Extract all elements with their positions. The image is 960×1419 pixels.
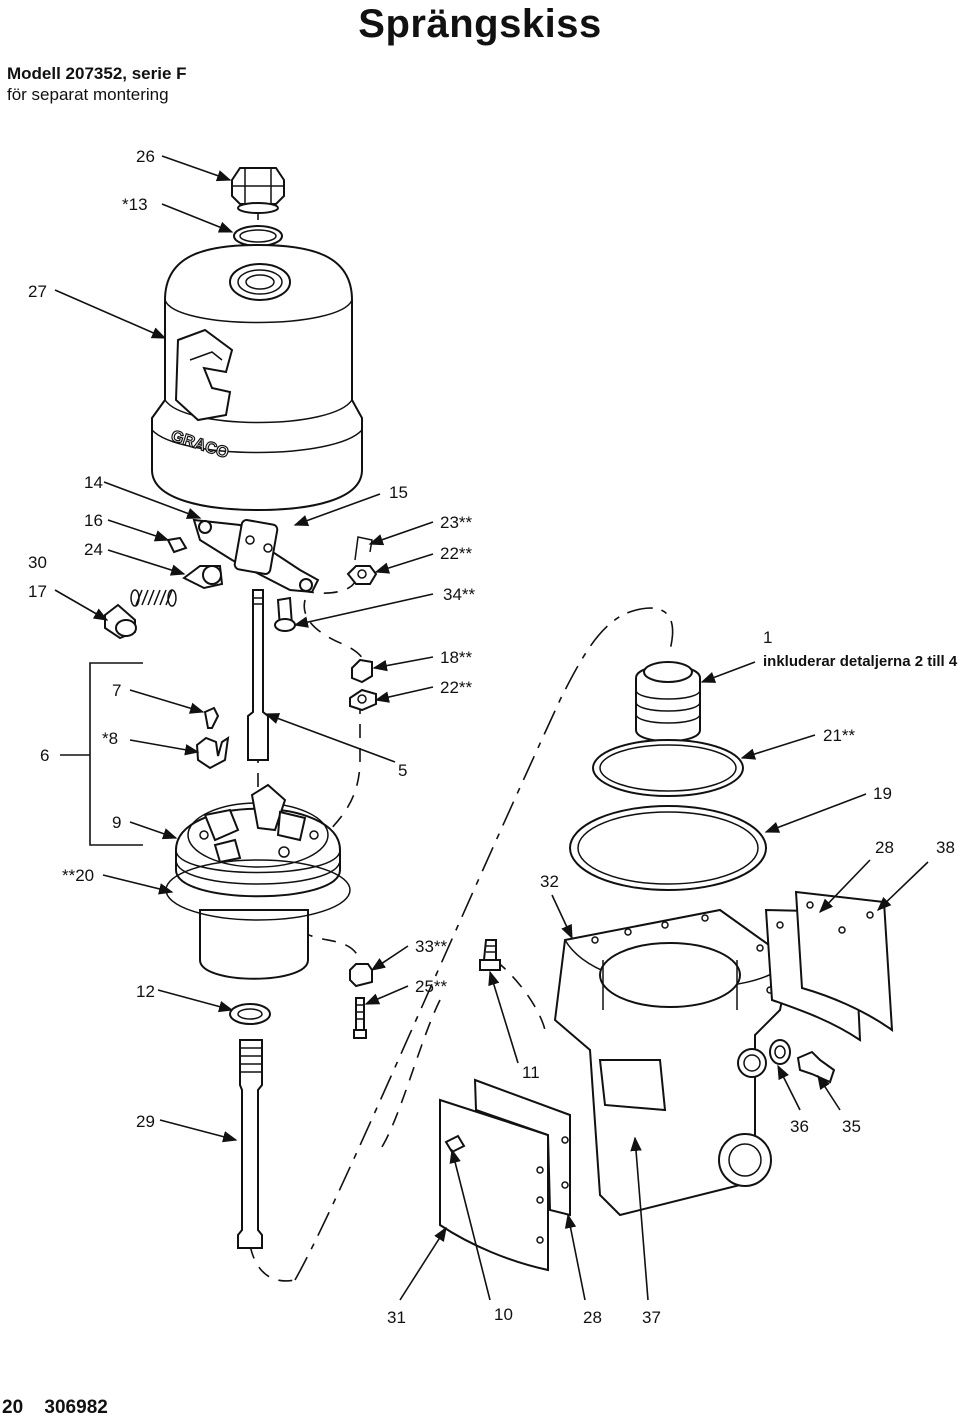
callout-28a: 28 <box>875 838 894 857</box>
callout-26: 26 <box>136 147 155 166</box>
callout-35: 35 <box>842 1117 861 1136</box>
callout-18: 18** <box>440 648 473 667</box>
callout-34: 34** <box>443 585 476 604</box>
bolt-part-11 <box>479 939 501 971</box>
callout-8: *8 <box>102 729 118 748</box>
fittings-35-36 <box>769 1039 836 1084</box>
callout-labels: 26 *13 27 14 15 16 23** 30 24 22** 17 34… <box>28 147 958 1327</box>
callout-11: 11 <box>522 1063 540 1082</box>
o-ring-part-13 <box>233 225 283 247</box>
valve-housing-9-20 <box>165 783 351 980</box>
callout-23: 23** <box>440 513 473 532</box>
side-shields-lower <box>439 1078 571 1272</box>
callout-27: 27 <box>28 282 47 301</box>
callout-5: 5 <box>398 761 407 780</box>
callout-9: 9 <box>112 813 121 832</box>
nut-bolt-33-25 <box>349 963 373 1039</box>
callout-6: 6 <box>40 746 49 765</box>
callout-32: 32 <box>540 872 559 891</box>
document-number: 306982 <box>44 1397 108 1418</box>
callout-7: 7 <box>112 681 121 700</box>
motor-cover-part-27: GRACO <box>151 243 363 512</box>
callout-30: 30 <box>28 553 47 572</box>
callout-10: 10 <box>494 1305 513 1324</box>
leader-lines <box>54 155 929 1301</box>
callout-25: 25** <box>415 977 448 996</box>
callout-28b: 28 <box>583 1308 602 1327</box>
side-shields-right <box>764 890 894 1042</box>
callout-38: 38 <box>936 838 955 857</box>
spring-part-30 <box>130 589 177 607</box>
callout-24: 24 <box>84 540 103 559</box>
note-part-1: inkluderar detaljerna 2 till 4 <box>763 653 958 670</box>
callout-37: 37 <box>642 1308 661 1327</box>
model-info: Modell 207352, serie F för separat monte… <box>7 63 187 105</box>
ring-tube-12-29 <box>229 1003 271 1249</box>
callout-20: **20 <box>62 866 94 885</box>
callout-13: *13 <box>122 195 148 214</box>
callout-14: 14 <box>84 473 103 492</box>
callout-36: 36 <box>790 1117 809 1136</box>
screw-bracket-7-8 <box>195 706 230 770</box>
page-number: 20 <box>2 1397 24 1418</box>
group-bracket-6 <box>89 662 143 846</box>
callout-33: 33** <box>415 937 448 956</box>
plug-part-26 <box>231 167 285 214</box>
o-ring-part-19 <box>569 805 767 891</box>
callout-29: 29 <box>136 1112 155 1131</box>
callout-31: 31 <box>387 1308 406 1327</box>
page-title: Sprängskiss <box>358 2 602 46</box>
callout-22a: 22** <box>440 544 473 563</box>
page-footer: 20 306982 <box>2 1397 124 1419</box>
callout-21: 21** <box>823 726 856 745</box>
callout-17: 17 <box>28 582 47 601</box>
model-line-1: Modell 207352, serie F <box>7 64 187 83</box>
callout-22b: 22** <box>440 678 473 697</box>
nuts-18-22 <box>349 658 377 712</box>
rod-part-5 <box>247 589 269 761</box>
o-ring-part-21 <box>592 739 744 797</box>
callout-19: 19 <box>873 784 892 803</box>
callout-12: 12 <box>136 982 155 1001</box>
model-line-2: för separat montering <box>7 85 169 104</box>
callout-15: 15 <box>389 483 408 502</box>
callout-1: 1 <box>763 628 772 647</box>
callout-16: 16 <box>84 511 103 530</box>
valve-actuator-assembly <box>104 518 320 640</box>
base-housing-32-37 <box>553 908 792 1217</box>
